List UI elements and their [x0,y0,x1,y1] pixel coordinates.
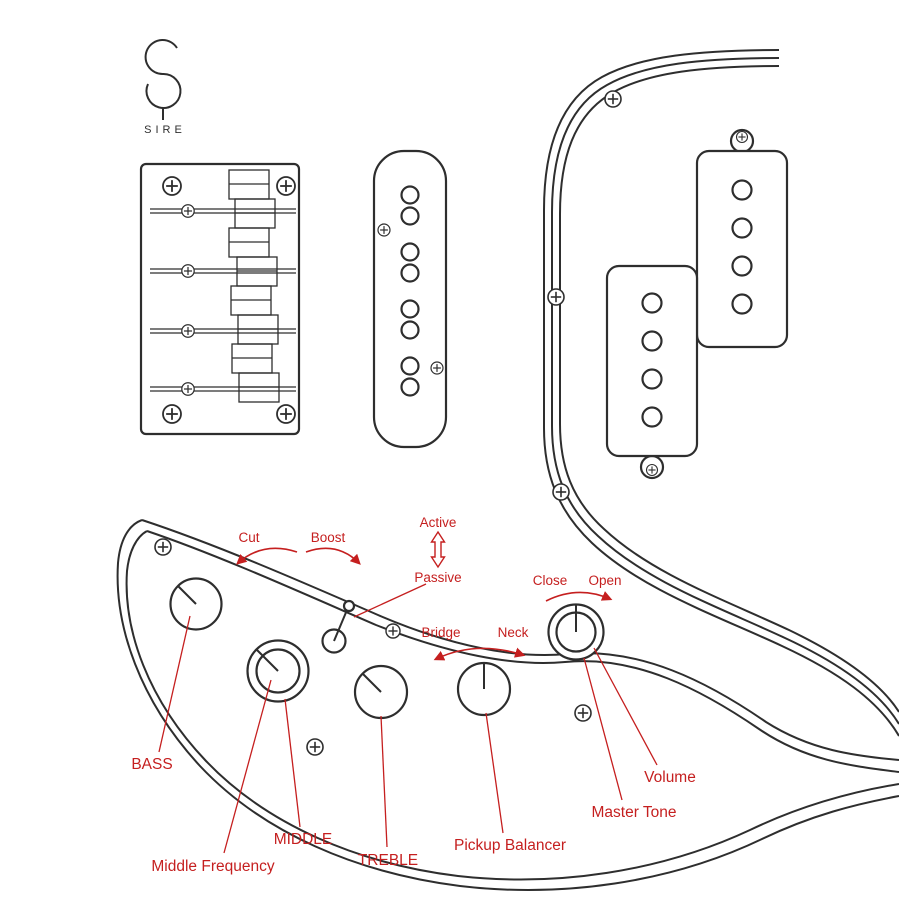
screw-icon [604,90,622,108]
pickguard-edge-line [551,57,899,725]
screw-icon [276,404,296,424]
label-open: Open [588,573,621,588]
screw-icon [574,704,592,722]
screw-icon [181,204,195,218]
label-passive: Passive [414,570,461,585]
jazz-pickup [372,149,448,449]
screw-icon [181,382,195,396]
label-bridge: Bridge [421,625,460,640]
split-pickup-lower-half [605,264,699,458]
master-tone-leader-line [583,657,623,801]
plate-top-edge [141,519,899,761]
toggle-lever [333,609,348,642]
screw-icon [377,223,391,237]
label-master-tone: Master Tone [591,804,676,821]
screw-icon [547,288,565,306]
pickup-balancer-leader-line [485,712,504,834]
sire-logo-text: SIRE [144,124,186,136]
split-coil-pickup [605,128,789,480]
sire-logo-s-mark [144,39,182,109]
screw-icon [430,361,444,375]
label-close: Close [533,573,568,588]
middle-frequency-leader-line [223,679,272,854]
screw-icon [162,404,182,424]
label-volume: Volume [644,769,696,786]
split-pickup-upper-poles [731,179,753,315]
boost-rotation-arrow [305,547,361,565]
screw-icon [645,463,659,477]
screw-icon [154,538,172,556]
treble-knob [353,664,409,720]
sire-logo: SIRE [144,39,186,136]
jazz-pickup-poles [400,185,420,397]
bridge-plate [139,162,301,436]
label-bass: BASS [131,756,172,773]
label-treble: TREBLE [358,852,418,869]
middle-leader-line [284,698,301,828]
close-open-rotation-arrow [545,591,613,602]
screw-icon [735,130,749,144]
label-active: Active [420,515,457,530]
control-plate-outline [116,519,899,891]
volume-leader-line [593,647,658,766]
volume-tone-stacked-knob [547,603,605,661]
bridge-neck-double-arrow [433,647,526,661]
cut-rotation-arrow [236,547,298,565]
knob-indicator [362,673,382,693]
screw-icon [306,738,324,756]
bass-knob [169,577,223,631]
pickup-balancer-knob [456,661,512,717]
screw-icon [181,264,195,278]
treble-leader-line [380,715,388,848]
label-cut: Cut [238,530,259,545]
screw-icon [162,176,182,196]
plate-top-edge-inner [146,530,899,773]
knob-indicator [177,585,197,605]
active-passive-leader-line [353,583,427,618]
screw-icon [181,324,195,338]
bass-leader-line [158,615,191,753]
plate-bottom-edge [116,519,899,891]
jazz-pickup-cover [372,149,448,449]
bridge-strings [150,208,296,392]
knob-indicator [255,648,279,672]
bridge-assembly [139,162,301,436]
plate-bottom-edge-inner [125,530,899,881]
screw-icon [276,176,296,196]
toggle-tip [342,599,356,613]
middle-stacked-knob [246,639,310,703]
active-passive-toggle [321,599,356,654]
label-neck: Neck [498,625,529,640]
label-boost: Boost [311,530,346,545]
pickguard-edge-line [543,49,899,737]
screw-icon [552,483,570,501]
split-pickup-upper-half [695,149,789,349]
active-passive-double-arrow [430,530,446,569]
label-middle: MIDDLE [274,831,333,848]
screw-icon [385,623,401,639]
label-middle-frequency: Middle Frequency [151,858,274,875]
split-pickup-lower-poles [641,292,663,428]
label-pickup-balancer: Pickup Balancer [454,837,566,854]
annotations: Cut Boost Active Passive Close Open Brid… [131,515,696,875]
